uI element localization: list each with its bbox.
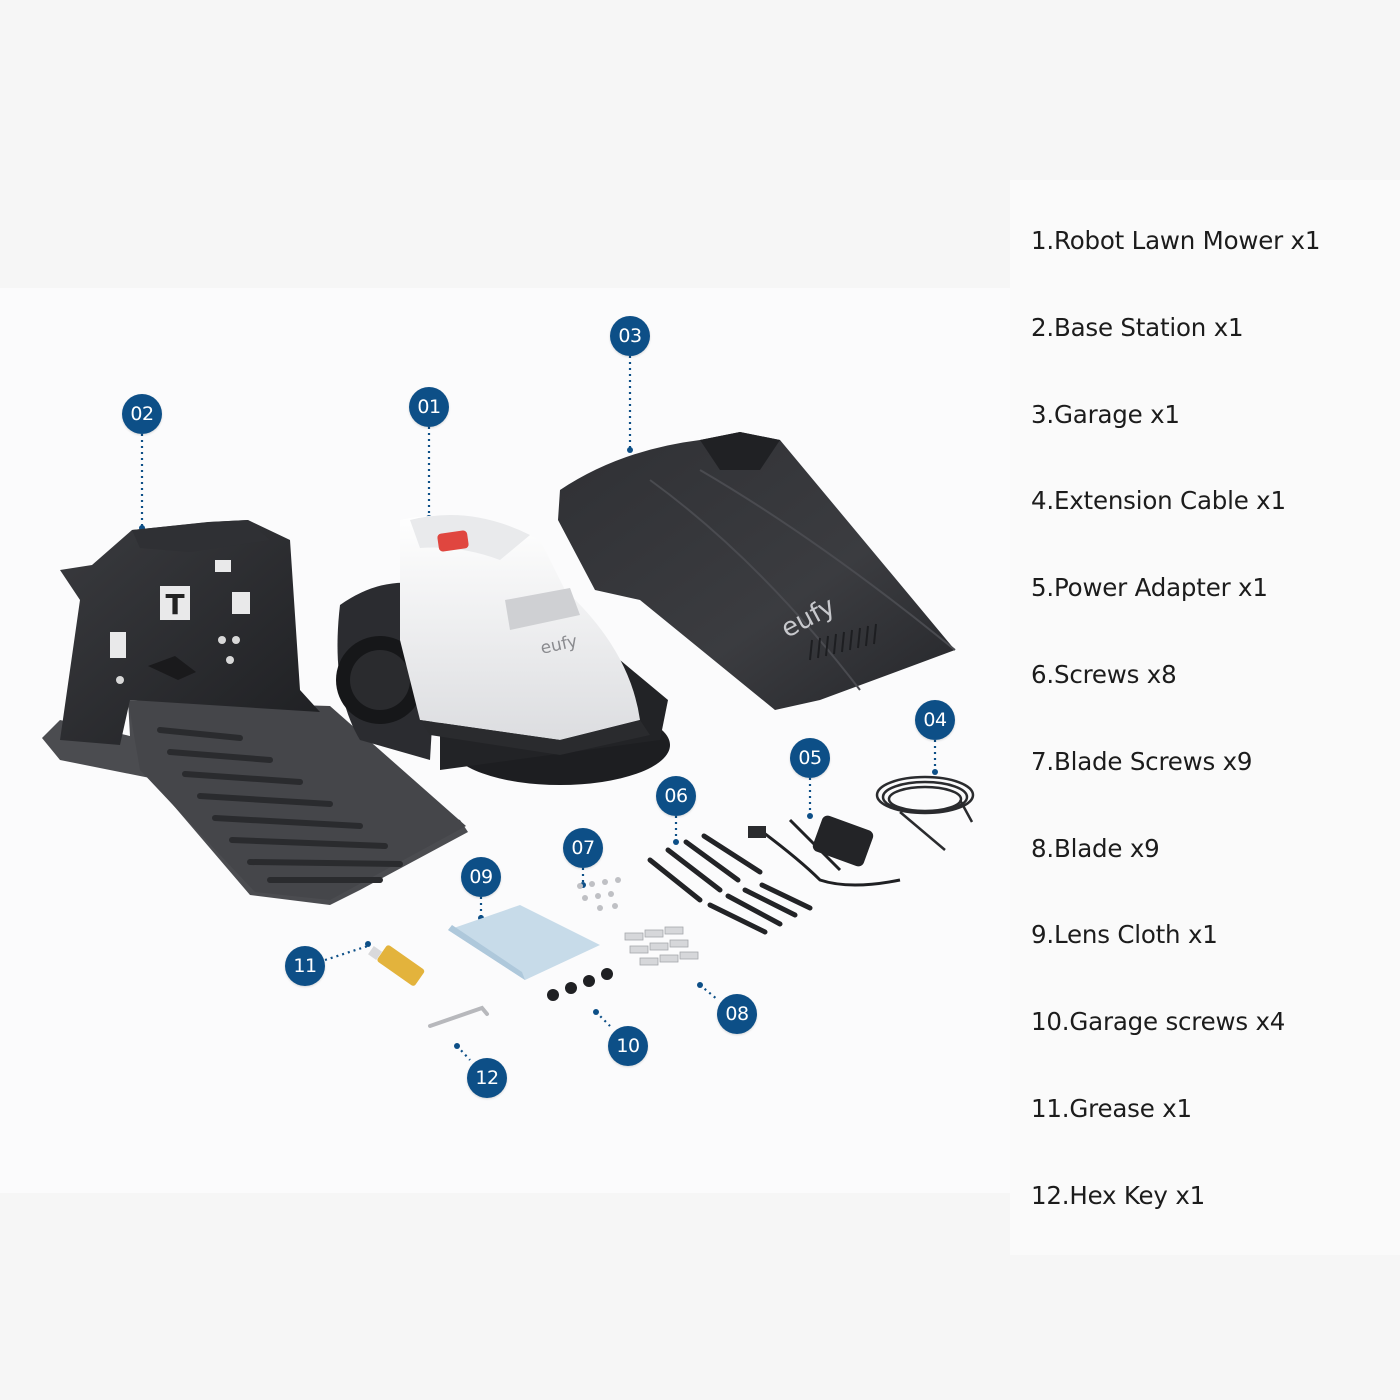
parts-list-item: 4.Extension Cable x1 bbox=[1031, 486, 1286, 516]
callout-11: 11 bbox=[285, 946, 325, 986]
screws bbox=[647, 833, 813, 935]
parts-list: 1.Robot Lawn Mower x1 2.Base Station x1 … bbox=[1031, 222, 1320, 1264]
callout-03: 03 bbox=[610, 316, 650, 356]
callout-05: 05 bbox=[790, 738, 830, 778]
callout-07: 07 bbox=[563, 828, 603, 868]
parts-list-item: 2.Base Station x1 bbox=[1031, 312, 1244, 342]
garage-screws bbox=[547, 968, 613, 1001]
parts-list-item: 11.Grease x1 bbox=[1031, 1093, 1192, 1123]
parts-list-panel bbox=[1010, 180, 1400, 1255]
blades bbox=[624, 926, 699, 966]
callout-12: 12 bbox=[467, 1058, 507, 1098]
blade-screws bbox=[577, 877, 621, 911]
parts-list-item: 3.Garage x1 bbox=[1031, 399, 1180, 429]
extension-cable bbox=[875, 775, 975, 851]
svg-text:T: T bbox=[165, 588, 184, 621]
parts-list-item: 8.Blade x9 bbox=[1031, 833, 1160, 863]
garage: eufy bbox=[558, 432, 956, 710]
parts-list-item: 10.Garage screws x4 bbox=[1031, 1007, 1286, 1037]
parts-list-item: 9.Lens Cloth x1 bbox=[1031, 920, 1218, 950]
callout-02: 02 bbox=[122, 394, 162, 434]
parts-list-item: 5.Power Adapter x1 bbox=[1031, 573, 1268, 603]
callout-08: 08 bbox=[717, 994, 757, 1034]
parts-list-item: 12.Hex Key x1 bbox=[1031, 1180, 1206, 1210]
base-station: T bbox=[42, 520, 468, 905]
grease-tube bbox=[368, 945, 425, 986]
lens-cloth bbox=[448, 905, 600, 980]
callout-10: 10 bbox=[608, 1026, 648, 1066]
robot-lawn-mower: eufy bbox=[336, 515, 670, 785]
callout-01: 01 bbox=[409, 387, 449, 427]
callout-06: 06 bbox=[656, 776, 696, 816]
callout-09: 09 bbox=[461, 857, 501, 897]
hex-key bbox=[428, 1005, 489, 1028]
leader-lines bbox=[140, 356, 937, 1061]
parts-list-item: 7.Blade Screws x9 bbox=[1031, 746, 1253, 776]
callout-04: 04 bbox=[915, 700, 955, 740]
parts-list-item: 6.Screws x8 bbox=[1031, 659, 1177, 689]
parts-list-item: 1.Robot Lawn Mower x1 bbox=[1031, 226, 1321, 255]
power-adapter bbox=[748, 815, 901, 887]
